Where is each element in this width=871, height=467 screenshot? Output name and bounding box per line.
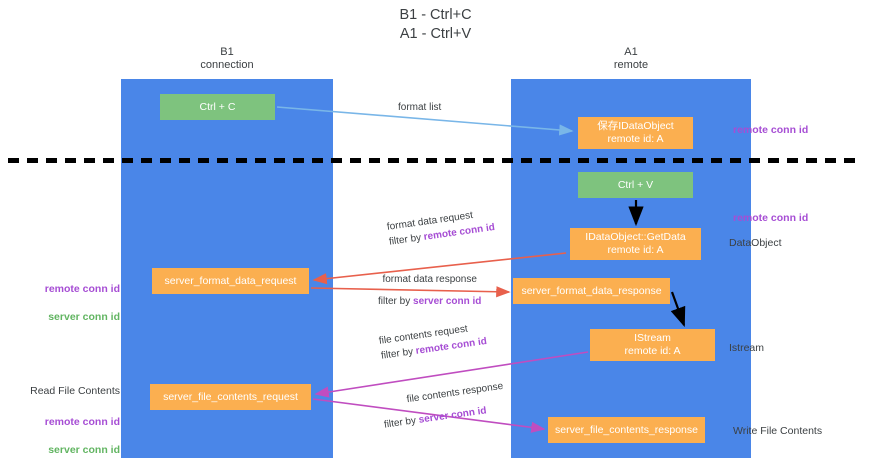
label-remote-conn-id-top: remote conn id xyxy=(733,124,809,136)
label-dataobject: DataObject xyxy=(729,237,782,249)
lane-header-b1: B1 connection xyxy=(200,46,254,71)
edge-label-line-1: format data response xyxy=(382,274,477,285)
filter-prefix: filter by xyxy=(380,345,417,362)
label-remote-conn-id: remote conn id xyxy=(44,416,120,428)
label-server-conn-id: server conn id xyxy=(48,311,120,323)
label-write-file-contents: Write File Contents xyxy=(733,425,823,437)
node-ctrl-c[interactable]: Ctrl + C xyxy=(160,94,275,120)
filter-prefix: filter by xyxy=(378,296,414,307)
node-server-file-contents-request[interactable]: server_file_contents_request xyxy=(150,384,311,410)
node-server-file-contents-response[interactable]: server_file_contents_response xyxy=(548,417,705,443)
edge-label-line-2: filter by server conn id xyxy=(378,294,481,309)
node-server-format-data-request[interactable]: server_format_data_request xyxy=(152,268,309,294)
node-istream[interactable]: IStream remote id: A xyxy=(590,329,715,361)
filter-value-server-conn-id: server conn id xyxy=(413,296,482,307)
edge-label-format-data-request: format data request filter by remote con… xyxy=(386,205,496,250)
edge-label-file-contents-response: file contents response filter by server … xyxy=(380,379,507,433)
label-left-conn-ids: remote conn id server conn id xyxy=(20,268,120,338)
lane-header-a1: A1 remote xyxy=(613,46,649,71)
node-idataobject[interactable]: 保存IDataObject remote id: A xyxy=(578,117,693,149)
label-left-conn-ids-2: remote conn id server conn id xyxy=(20,401,120,467)
filter-prefix: filter by xyxy=(388,231,425,248)
edge-label-format-data-response: format data response filter by server co… xyxy=(378,272,481,309)
filter-value-server-conn-id: server conn id xyxy=(418,405,488,426)
label-remote-conn-id-mid: remote conn id xyxy=(733,212,809,224)
edge-label-format-list: format list xyxy=(398,102,442,113)
node-idataobject-getdata[interactable]: IDataObject::GetData remote id: A xyxy=(570,228,701,260)
label-server-conn-id: server conn id xyxy=(48,444,120,456)
filter-prefix: filter by xyxy=(383,414,420,431)
diagram-title: B1 - Ctrl+C A1 - Ctrl+V xyxy=(399,7,472,42)
edge-label-file-contents-request: file contents request filter by remote c… xyxy=(378,319,488,364)
phase-divider xyxy=(8,158,863,163)
label-istream: Istream xyxy=(729,342,765,354)
label-read-file-contents: Read File Contents xyxy=(30,385,120,397)
label-remote-conn-id: remote conn id xyxy=(44,283,120,295)
edge-label-line-2: filter by server conn id xyxy=(383,401,507,433)
node-ctrl-v[interactable]: Ctrl + V xyxy=(578,172,693,198)
node-server-format-data-response[interactable]: server_format_data_response xyxy=(513,278,670,304)
